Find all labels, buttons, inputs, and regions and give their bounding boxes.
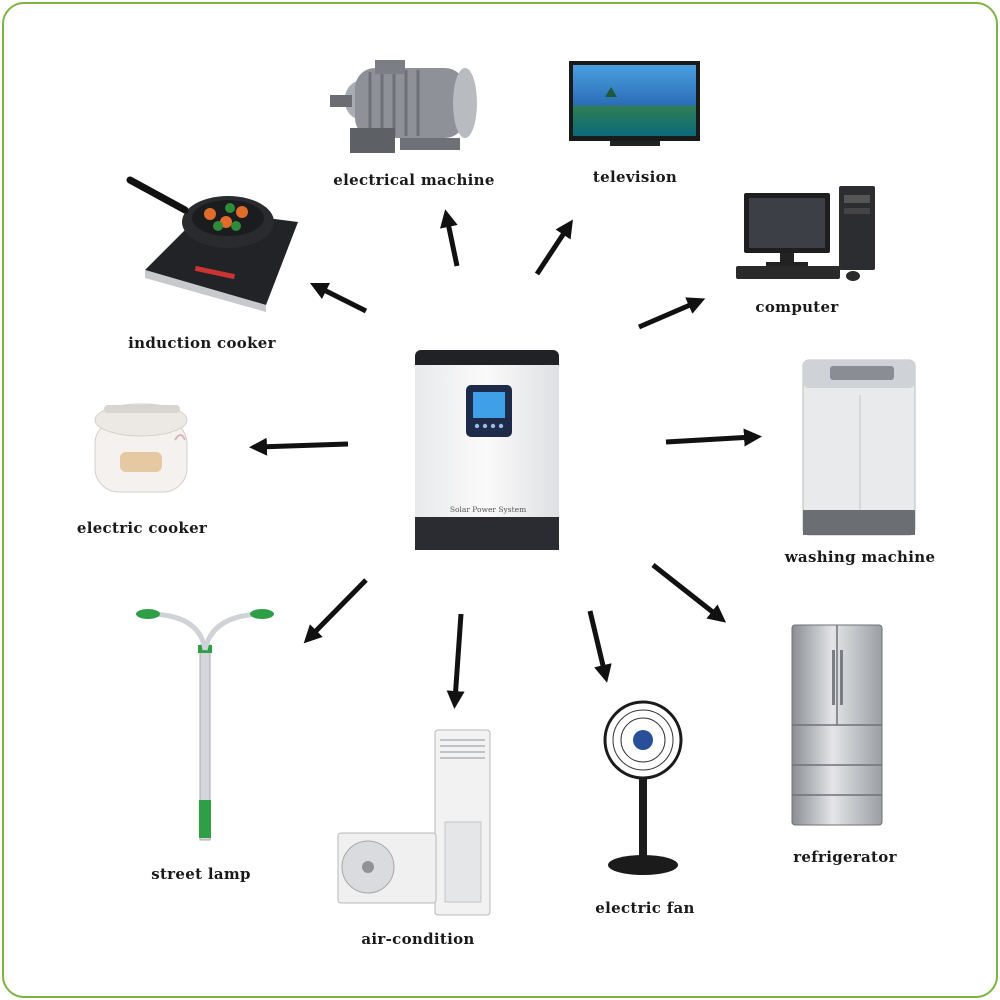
refrigerator-image — [791, 624, 883, 826]
label-electrical-machine: electrical machine — [333, 171, 495, 189]
computer-image — [736, 186, 875, 281]
label-street-lamp: street lamp — [151, 865, 251, 883]
inverter-brand-text: Solar Power System — [450, 505, 526, 514]
arrow-computer — [638, 297, 706, 330]
arrow-refrigerator — [651, 563, 727, 623]
arrow-electric-cooker — [249, 437, 349, 456]
label-television: television — [592, 168, 678, 186]
arrow-television — [534, 219, 573, 276]
arrow-street-lamp — [303, 578, 368, 644]
label-electric-cooker: electric cooker — [76, 519, 208, 537]
arrow-air-condition — [446, 613, 465, 709]
induction-cooker-image — [126, 176, 298, 312]
label-washing-machine: washing machine — [784, 548, 936, 566]
arrow-electrical-machine — [440, 209, 460, 267]
label-refrigerator: refrigerator — [793, 848, 897, 866]
label-computer: computer — [755, 298, 839, 316]
label-air-condition: air-condition — [361, 930, 475, 948]
television-image — [569, 61, 700, 146]
washing-machine-image — [802, 359, 916, 536]
air-condition-image — [337, 729, 491, 916]
arrow-electric-fan — [587, 610, 612, 683]
street-lamp-image — [136, 609, 274, 841]
arrows — [249, 209, 762, 709]
arrow-induction-cooker — [309, 282, 368, 314]
label-electric-fan: electric fan — [595, 899, 695, 917]
label-induction-cooker: induction cooker — [128, 334, 276, 352]
electric-cooker-image — [94, 403, 188, 493]
solar-inverter: Solar Power System — [415, 350, 559, 550]
arrow-washing-machine — [665, 428, 762, 447]
electric-fan-image — [603, 700, 683, 875]
electrical-machine-image — [330, 60, 477, 153]
